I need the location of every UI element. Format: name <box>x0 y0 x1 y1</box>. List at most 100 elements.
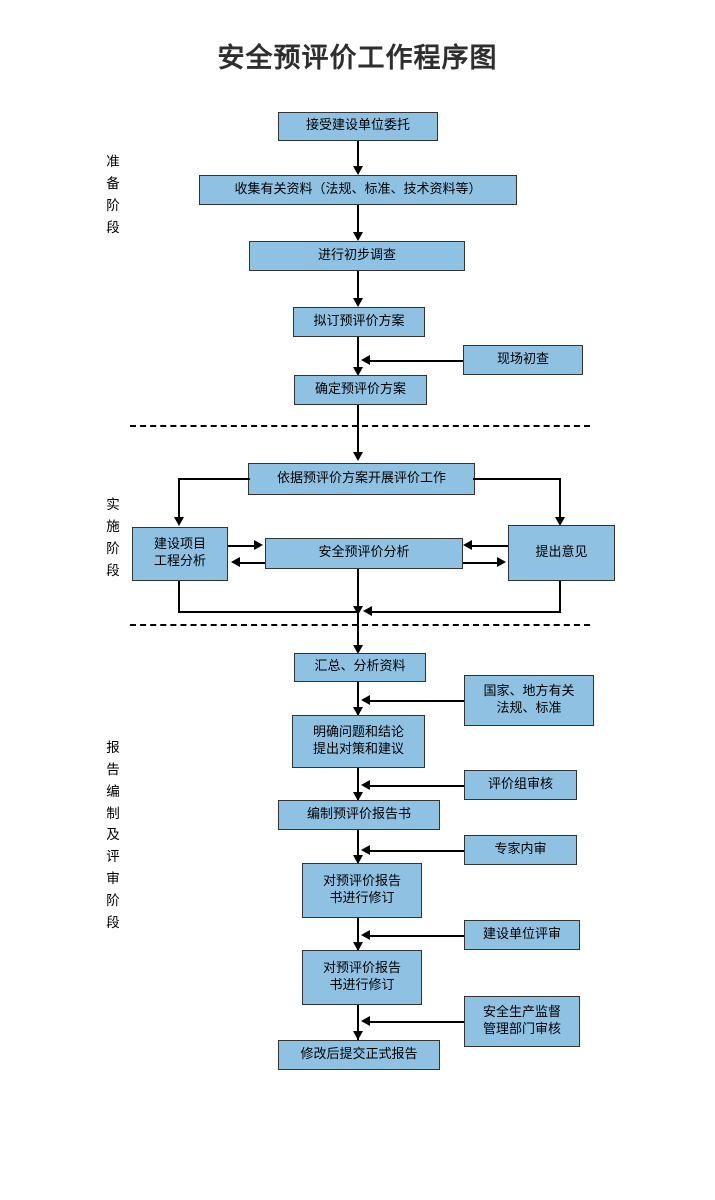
arrowhead-summarize-to-clarify <box>353 707 363 716</box>
node-project-engineering-analysis[interactable]: 建设项目 工程分析 <box>132 527 228 581</box>
arrowhead-evaluation-right <box>555 517 565 526</box>
connector-evaluation-right-h <box>473 478 561 480</box>
arrowhead-clarify-to-compile <box>353 792 363 801</box>
arrowhead-survey-to-draft <box>353 298 363 307</box>
node-compile-report[interactable]: 编制预评价报告书 <box>278 800 440 830</box>
connector-center-to-right <box>463 562 499 564</box>
connector-left-merge-h <box>178 611 358 613</box>
connector-compile-to-revise1 <box>357 830 359 863</box>
arrowhead-right-to-center <box>463 540 472 550</box>
connector-regulations-to-main <box>368 700 464 702</box>
node-preliminary-survey-label: 进行初步调查 <box>317 247 396 263</box>
stage-label-implementation: 实施阶段 <box>106 497 120 579</box>
connector-construction-review-to-main <box>368 935 464 937</box>
node-raise-opinions[interactable]: 提出意见 <box>508 525 615 581</box>
arrowhead-evaluation-left <box>174 517 184 526</box>
arrowhead-draft-to-confirm <box>353 367 363 376</box>
node-safety-supervision-review-line2: 管理部门审核 <box>482 1021 561 1037</box>
node-site-inspection[interactable]: 现场初查 <box>463 345 583 375</box>
node-revise-report-1-line1: 对预评价报告 <box>322 873 401 889</box>
arrowhead-left-to-center <box>254 540 263 550</box>
connector-draft-to-confirm <box>357 337 359 374</box>
separator-preparation-implementation <box>130 425 590 427</box>
connector-right-box-down <box>559 581 561 613</box>
node-summarize-analyze[interactable]: 汇总、分析资料 <box>294 653 426 682</box>
node-construction-unit-review-label: 建设单位评审 <box>482 926 561 942</box>
node-submit-formal-report-label: 修改后提交正式报告 <box>300 1046 418 1062</box>
node-revise-report-2-line1: 对预评价报告 <box>322 960 401 976</box>
node-draft-plan-label: 拟订预评价方案 <box>313 313 405 329</box>
connector-left-box-down <box>178 581 180 613</box>
connector-evaluation-left-h <box>178 478 250 480</box>
arrowhead-center-to-left <box>231 557 240 567</box>
page-title: 安全预评价工作程序图 <box>217 43 498 74</box>
node-submit-formal-report[interactable]: 修改后提交正式报告 <box>278 1040 440 1070</box>
arrowhead-merge-to-summarize <box>353 645 363 654</box>
connector-left-to-center <box>228 545 256 547</box>
node-clarify-problems[interactable]: 明确问题和结论 提出对策和建议 <box>292 715 425 768</box>
node-clarify-problems-line1: 明确问题和结论 <box>312 724 404 740</box>
node-safety-supervision-review-line1: 安全生产监督 <box>482 1004 561 1020</box>
connector-survey-to-draft <box>357 271 359 303</box>
connector-center-to-left <box>240 562 265 564</box>
arrowhead-right-merge <box>363 606 372 616</box>
node-safety-pre-evaluation-analysis-label: 安全预评价分析 <box>318 545 410 561</box>
stage-label-preparation: 准备阶段 <box>106 154 120 236</box>
node-collect-materials-label: 收集有关资料（法规、标准、技术资料等） <box>234 181 482 197</box>
arrowhead-expert-review <box>361 845 370 855</box>
connector-expert-review-to-main <box>368 850 464 852</box>
connector-right-to-center <box>472 545 508 547</box>
node-revise-report-1-line2: 书进行修订 <box>329 890 395 906</box>
arrowhead-confirm-to-evaluation <box>353 452 363 461</box>
connector-summarize-to-clarify <box>357 682 359 715</box>
node-revise-report-2[interactable]: 对预评价报告 书进行修订 <box>302 950 422 1005</box>
node-expert-internal-review-label: 专家内审 <box>494 841 547 857</box>
connector-evaluation-left-v <box>178 478 180 520</box>
node-review-group-audit[interactable]: 评价组审核 <box>464 770 577 800</box>
node-accept-commission[interactable]: 接受建设单位委托 <box>278 112 438 141</box>
node-safety-supervision-review[interactable]: 安全生产监督 管理部门审核 <box>464 996 580 1047</box>
arrowhead-revise2-to-submit <box>353 1031 363 1040</box>
connector-merge-to-summarize <box>357 624 359 652</box>
node-expert-internal-review[interactable]: 专家内审 <box>464 835 577 865</box>
arrowhead-site-inspection <box>361 355 370 365</box>
separator-implementation-report <box>130 624 590 626</box>
node-accept-commission-label: 接受建设单位委托 <box>305 118 410 134</box>
node-construction-unit-review[interactable]: 建设单位评审 <box>464 920 580 950</box>
node-carry-out-evaluation[interactable]: 依据预评价方案开展评价工作 <box>248 463 475 495</box>
node-national-local-regulations[interactable]: 国家、地方有关 法规、标准 <box>464 675 594 726</box>
arrowhead-construction-review <box>361 930 370 940</box>
connector-revise1-to-revise2 <box>357 918 359 950</box>
connector-review-group-to-main <box>368 785 464 787</box>
node-confirm-plan-label: 确定预评价方案 <box>314 381 406 397</box>
connector-safety-supervision-to-main <box>368 1021 464 1023</box>
node-confirm-plan[interactable]: 确定预评价方案 <box>294 375 427 405</box>
stage-label-report-review: 报告编制及评审阶段 <box>106 740 120 931</box>
node-site-inspection-label: 现场初查 <box>496 351 549 367</box>
node-project-engineering-analysis-line1: 建设项目 <box>153 537 206 553</box>
connector-evaluation-right-v <box>559 478 561 520</box>
arrowhead-regulations <box>361 695 370 705</box>
connector-accept-to-collect <box>357 141 359 169</box>
node-raise-opinions-label: 提出意见 <box>535 544 588 560</box>
connector-confirm-to-evaluation <box>357 405 359 455</box>
node-revise-report-2-line2: 书进行修订 <box>329 977 395 993</box>
node-compile-report-label: 编制预评价报告书 <box>306 806 411 822</box>
node-project-engineering-analysis-line2: 工程分析 <box>153 554 206 569</box>
arrowhead-accept-to-collect <box>353 166 363 175</box>
node-national-local-regulations-line1: 国家、地方有关 <box>483 683 575 699</box>
node-draft-plan[interactable]: 拟订预评价方案 <box>293 307 425 337</box>
node-safety-pre-evaluation-analysis[interactable]: 安全预评价分析 <box>265 538 463 569</box>
node-revise-report-1[interactable]: 对预评价报告 书进行修订 <box>302 863 422 918</box>
connector-site-inspection-to-main <box>368 360 463 362</box>
node-preliminary-survey[interactable]: 进行初步调查 <box>249 241 465 271</box>
node-national-local-regulations-line2: 法规、标准 <box>496 700 562 716</box>
node-collect-materials[interactable]: 收集有关资料（法规、标准、技术资料等） <box>199 175 517 205</box>
arrowhead-safety-supervision <box>361 1016 370 1026</box>
connector-collect-to-survey <box>357 205 359 237</box>
node-clarify-problems-line2: 提出对策和建议 <box>312 741 404 757</box>
node-review-group-audit-label: 评价组审核 <box>487 776 553 792</box>
node-summarize-analyze-label: 汇总、分析资料 <box>314 659 406 675</box>
node-carry-out-evaluation-label: 依据预评价方案开展评价工作 <box>276 470 446 486</box>
